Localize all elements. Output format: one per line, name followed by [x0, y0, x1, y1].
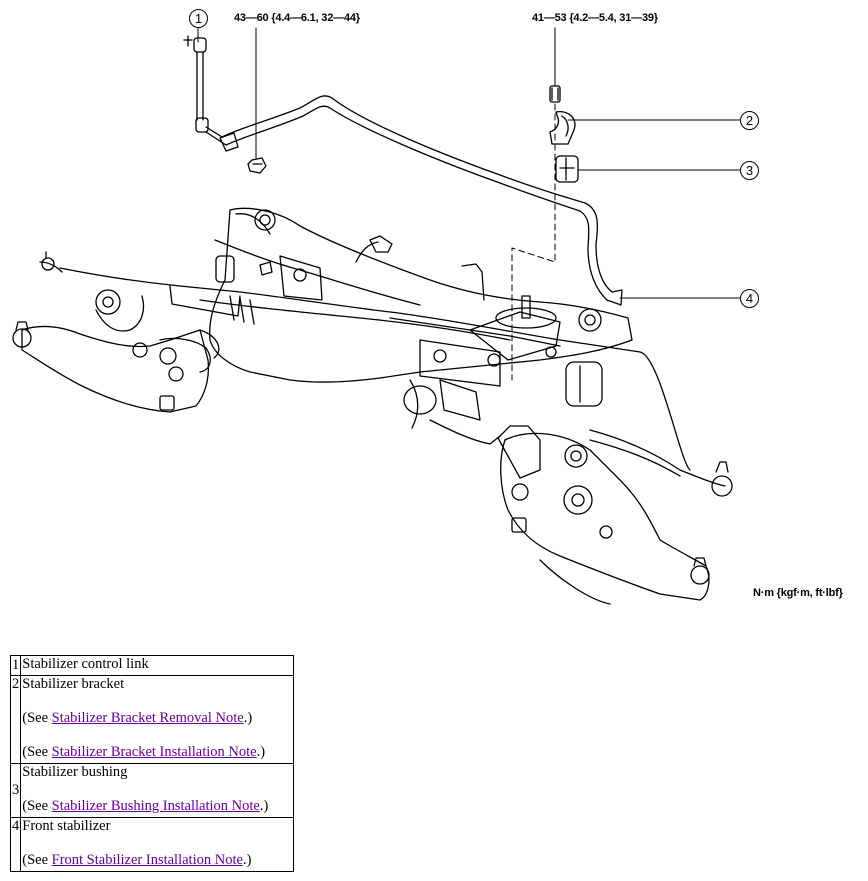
stabilizer-bracket-removal-note-link[interactable]: Stabilizer Bracket Removal Note: [51, 710, 244, 726]
part-note: (See Stabilizer Bracket Installation Not…: [22, 744, 292, 761]
leader-lines: [197, 27, 743, 299]
part-note: (See Stabilizer Bracket Removal Note.): [22, 710, 292, 727]
left-lower-arm: [12, 289, 220, 413]
parts-table: 1 Stabilizer control link 2 Stabilizer b…: [9, 655, 295, 872]
callout-2: 2: [740, 111, 759, 130]
part-name-text: Stabilizer bracket: [22, 676, 125, 692]
torque-units-label: N·m {kgf·m, ft·lbf}: [753, 587, 843, 599]
crossmember: [199, 207, 633, 407]
part-description: Stabilizer bushing (See Stabilizer Bushi…: [20, 763, 295, 818]
note-suffix: .): [256, 744, 266, 760]
crossmember-illustration: [12, 27, 743, 605]
steering-gear: [39, 251, 733, 497]
right-lower-arm: [497, 425, 710, 605]
center-mounts: [159, 337, 501, 445]
callout-1: 1: [189, 9, 208, 28]
note-prefix: (See: [22, 798, 52, 814]
note-suffix: .): [243, 710, 253, 726]
part-note: (See Front Stabilizer Installation Note.…: [22, 852, 292, 869]
callout-4: 4: [740, 289, 759, 308]
stabilizer-bracket-installation-note-link[interactable]: Stabilizer Bracket Installation Note: [51, 744, 257, 760]
table-row: 3 Stabilizer bushing (See Stabilizer Bus…: [9, 763, 295, 818]
table-row: 4 Front stabilizer (See Front Stabilizer…: [9, 817, 295, 872]
part-name-text: Stabilizer control link: [22, 656, 149, 672]
note-prefix: (See: [22, 852, 52, 868]
stabilizer-control-link: [183, 35, 239, 152]
part-note: (See Stabilizer Bushing Installation Not…: [22, 798, 292, 815]
part-name-text: Front stabilizer: [22, 818, 111, 834]
part-name-text: Stabilizer bushing: [22, 764, 128, 780]
callout-3: 3: [740, 161, 759, 180]
note-suffix: .): [242, 852, 252, 868]
front-suspension-diagram: 43—60 {4.4—6.1, 32—44} 41—53 {4.2—5.4, 3…: [12, 9, 843, 605]
note-prefix: (See: [22, 744, 52, 760]
table-row: 2 Stabilizer bracket (See Stabilizer Bra…: [9, 675, 295, 764]
table-row: 1 Stabilizer control link: [9, 655, 295, 676]
torque-spec-bracket-bolt: 41—53 {4.2—5.4, 31—39}: [532, 12, 658, 24]
part-description: Front stabilizer (See Front Stabilizer I…: [20, 817, 295, 872]
part-description: Stabilizer bracket (See Stabilizer Brack…: [20, 675, 295, 764]
stabilizer-bracket-parts: [549, 85, 579, 183]
note-suffix: .): [259, 798, 269, 814]
front-stabilizer-installation-note-link[interactable]: Front Stabilizer Installation Note: [51, 852, 243, 868]
link-nut: [247, 157, 267, 174]
stabilizer-bushing-installation-note-link[interactable]: Stabilizer Bushing Installation Note: [51, 798, 260, 814]
part-name: Stabilizer control link: [20, 655, 295, 676]
part-number: 3: [9, 763, 22, 818]
alignment-lines: [511, 103, 556, 381]
part-number: 4: [9, 817, 22, 872]
part-number: 2: [9, 675, 22, 764]
torque-spec-link-nut: 43—60 {4.4—6.1, 32—44}: [234, 12, 360, 24]
note-prefix: (See: [22, 710, 52, 726]
part-number: 1: [9, 655, 22, 676]
